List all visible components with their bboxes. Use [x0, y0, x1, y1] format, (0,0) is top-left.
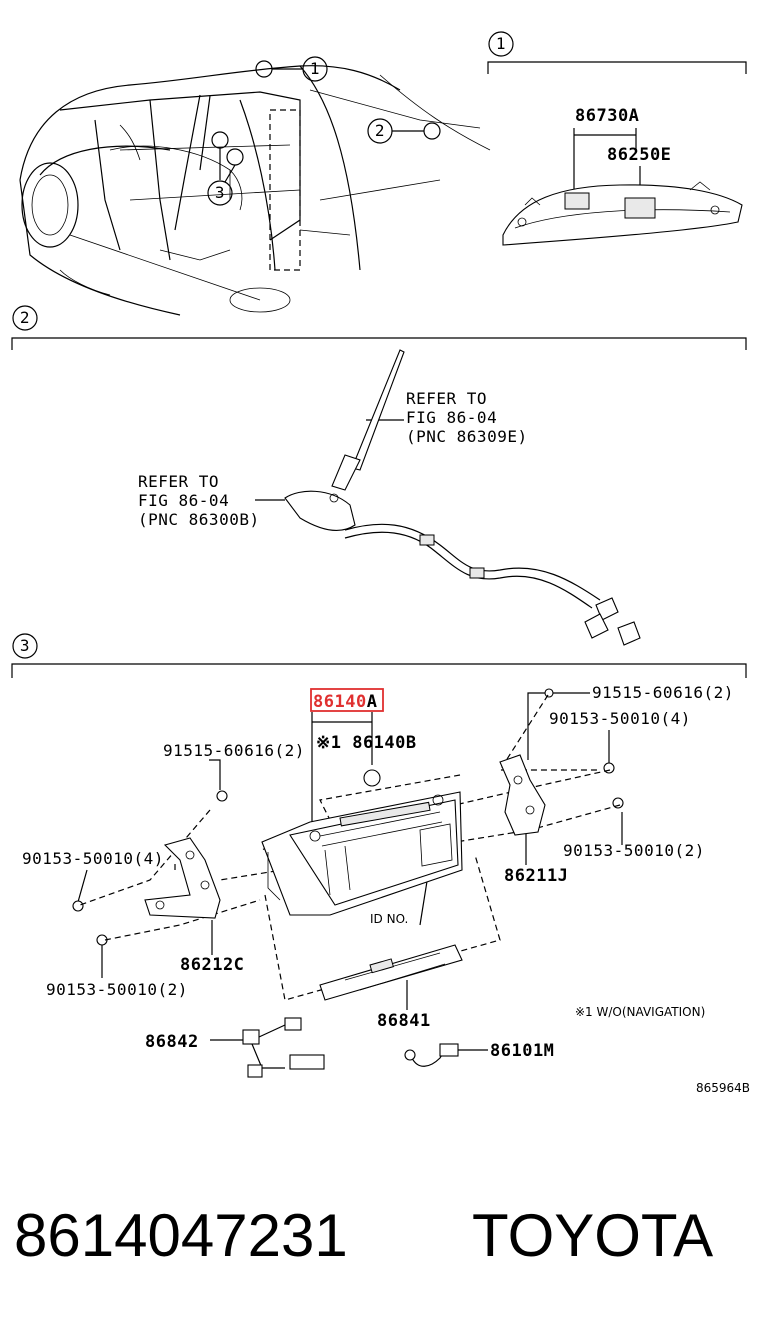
- refer-right-line2: FIG 86-04: [406, 408, 497, 427]
- overview-callout-3: 3: [215, 183, 225, 202]
- refer-right-line3: (PNC 86309E): [406, 427, 528, 446]
- svg-text:86140A: 86140A: [313, 692, 377, 712]
- label-screw-bottom-left: 90153-50010(2): [46, 980, 188, 999]
- section-marker-3: 3: [20, 636, 30, 655]
- section-2: 2 REFER TO FIG 86-04 (PNC 86309E) REFER …: [11, 305, 747, 646]
- refer-left-line1: REFER TO: [138, 472, 219, 491]
- label-screw-top-right: 90153-50010(4): [549, 709, 691, 728]
- highlight-box: [310, 688, 384, 712]
- label-86212C: 86212C: [180, 955, 244, 975]
- label-86211J: 86211J: [504, 866, 568, 886]
- wire-harness-86842: [242, 1017, 325, 1078]
- label-bolt-top-left: 91515-60616(2): [163, 741, 305, 760]
- label-screw-middle-left: 90153-50010(4): [22, 849, 164, 868]
- highlighted-part-suffix: A: [367, 692, 378, 712]
- label-86140B: ※1 86140B: [316, 733, 417, 753]
- callout-circle: [207, 180, 233, 206]
- footer-brand: TOYOTA: [472, 1202, 713, 1269]
- label-screw-middle-right: 90153-50010(2): [563, 841, 705, 860]
- label-86250E: 86250E: [607, 145, 671, 165]
- refer-left-line3: (PNC 86300B): [138, 510, 260, 529]
- label-86101M: 86101M: [490, 1041, 554, 1061]
- section-1: 1 86730A 86250E: [487, 31, 747, 246]
- label-bolt-top-right: 91515-60616(2): [592, 683, 734, 702]
- callout-circle: [367, 118, 393, 144]
- section-marker-1: 1: [496, 34, 506, 53]
- panel-86841: [319, 944, 463, 1001]
- bracket-86211J: [499, 754, 546, 836]
- label-86841: 86841: [377, 1011, 431, 1031]
- antenna-assembly: [284, 349, 641, 646]
- footer-part-number: 8614047231: [14, 1202, 348, 1269]
- navigation-note: ※1 W/O(NAVIGATION): [575, 1005, 705, 1019]
- label-86730A: 86730A: [575, 106, 639, 126]
- car-interior-sketch: 1 2 3: [19, 56, 491, 316]
- overview-callout-1: 1: [310, 59, 320, 78]
- section-marker-2: 2: [20, 308, 30, 327]
- label-86842: 86842: [145, 1032, 199, 1052]
- audio-unit-86140: [261, 791, 463, 916]
- refer-right-line1: REFER TO: [406, 389, 487, 408]
- refer-left-line2: FIG 86-04: [138, 491, 229, 510]
- callout-circle: [302, 56, 328, 82]
- overhead-console-part: [502, 181, 743, 246]
- wire-harness-86101M: [404, 1043, 459, 1067]
- section-3: 3 86140A ※1 86140B 91515-60616(2) 90153-…: [11, 633, 750, 1095]
- bracket-86212C: [144, 837, 221, 919]
- overview-callout-2: 2: [375, 121, 385, 140]
- highlighted-part-code: 86140: [313, 692, 367, 712]
- figure-code: 865964B: [696, 1081, 750, 1095]
- label-id-no: ID NO.: [370, 912, 408, 926]
